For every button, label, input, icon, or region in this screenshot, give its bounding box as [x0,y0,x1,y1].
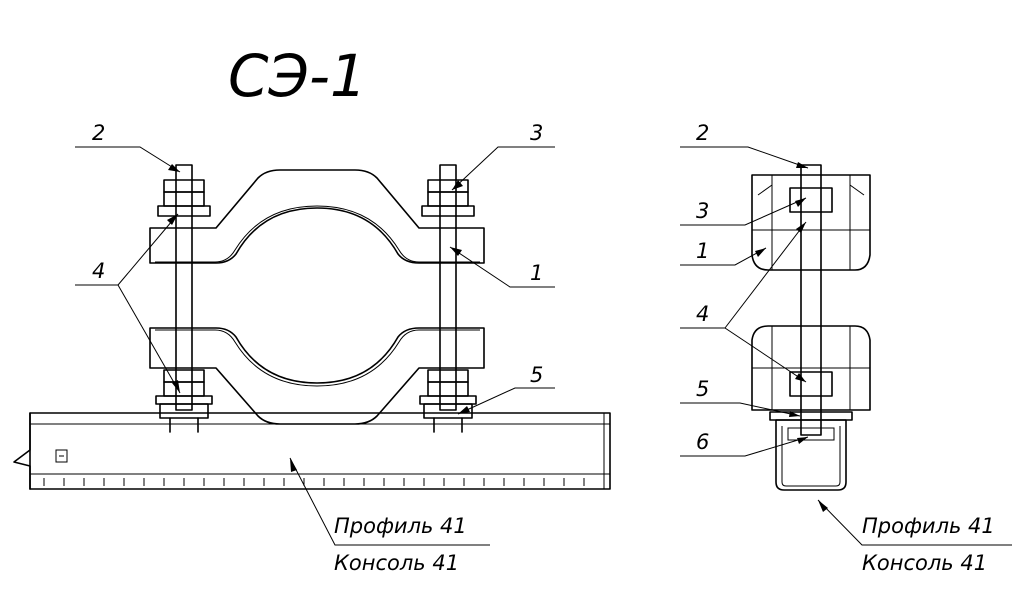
side-washer [769,411,853,421]
side-leaders [680,146,1012,546]
side-profile-label: Профиль 41 [862,514,995,538]
side-rod [789,164,833,436]
side-console-label: Консоль 41 [862,551,987,575]
callout-1-side: 1 [696,239,709,263]
clamp-lower-half [149,327,485,425]
nut-bottom-left [155,369,213,433]
front-profile-label: Профиль 41 [334,514,467,538]
side-view: 2 3 1 4 5 6 Профиль 41 Консоль 41 [680,121,1012,575]
side-nut-top [789,187,833,213]
side-upper-block [751,174,871,271]
side-lower-block [751,325,871,411]
front-view: 2 3 4 1 5 Профиль 41 Консоль 41 [13,121,611,575]
nut-top-left [157,179,211,217]
nut-bottom-right [419,369,477,433]
profile-marker-icon [55,449,68,463]
callout-5-front: 5 [530,363,543,387]
bolt-right [439,164,457,411]
side-profile-channel [775,419,847,491]
rail-ticks [43,478,585,486]
callout-4-side: 4 [696,302,709,326]
callout-2-side: 2 [696,121,709,145]
side-nut-bottom [789,371,833,397]
drawing-title: СЭ-1 [228,42,367,110]
side-channel-nut [787,427,835,441]
callout-1-front: 1 [530,261,543,285]
callout-4-front: 4 [92,259,105,283]
bolt-left [175,164,193,411]
front-leaders [75,146,555,546]
nut-top-right [421,179,475,217]
callout-3-front: 3 [530,121,543,145]
callout-2-front: 2 [92,121,105,145]
callout-5-side: 5 [696,377,709,401]
callout-6-side: 6 [696,430,709,454]
front-console-label: Консоль 41 [334,551,459,575]
profile-rail [13,412,611,490]
clamp-upper-half [149,169,485,264]
callout-3-side: 3 [696,199,709,223]
